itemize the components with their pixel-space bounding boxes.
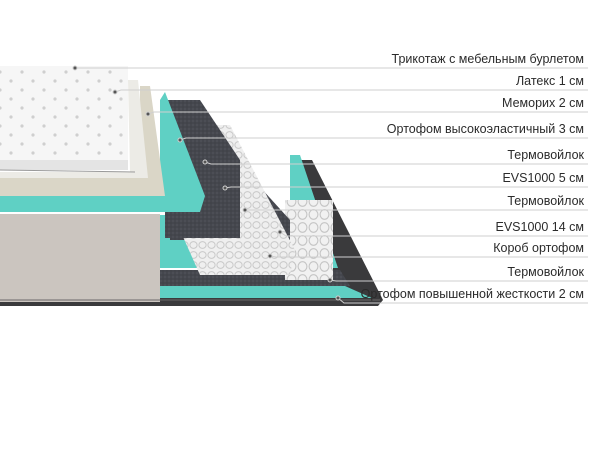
leader-dot: [72, 65, 78, 71]
layer-quilt: [0, 66, 128, 170]
leader-line: [337, 297, 588, 304]
layer-label: Ортофом высокоэластичный 3 см: [386, 122, 584, 136]
leader-dot: [112, 89, 118, 95]
layer-label: Короб ортофом: [493, 241, 584, 255]
leader-line: [179, 137, 588, 141]
layer-label: EVS1000 5 см: [502, 171, 584, 185]
layer-label: Латекс 1 см: [515, 74, 584, 88]
leader-dot: [145, 111, 151, 117]
layer-label: Термовойлок: [507, 265, 584, 279]
leader-dot: [335, 295, 341, 301]
leader-line: [114, 89, 588, 93]
leader-dot: [177, 137, 183, 143]
layer-memory: [0, 86, 165, 196]
leader-dot: [242, 207, 248, 213]
base-side: [0, 214, 160, 302]
leader-dot: [267, 253, 273, 259]
leader-dot: [222, 185, 228, 191]
layer-label: Мемориx 2 см: [502, 96, 584, 110]
leader-line: [224, 186, 588, 189]
leader-dot: [327, 277, 333, 283]
leader-dot: [202, 159, 208, 165]
layer-label: Ортофом повышенной жесткости 2 см: [360, 287, 584, 301]
leader-dot: [277, 229, 283, 235]
layer-springs-14: [285, 200, 333, 280]
layer-label: Трикотаж с мебельным бурлетом: [391, 52, 584, 66]
layer-hard-ortofom: [160, 286, 372, 298]
leader-lines: [72, 65, 588, 304]
layer-label: Термовойлок: [507, 148, 584, 162]
layer-label: EVS1000 14 см: [495, 220, 584, 234]
layer-label: Термовойлок: [507, 194, 584, 208]
layer-ortofom-he: [0, 92, 205, 212]
leader-line: [147, 111, 588, 115]
